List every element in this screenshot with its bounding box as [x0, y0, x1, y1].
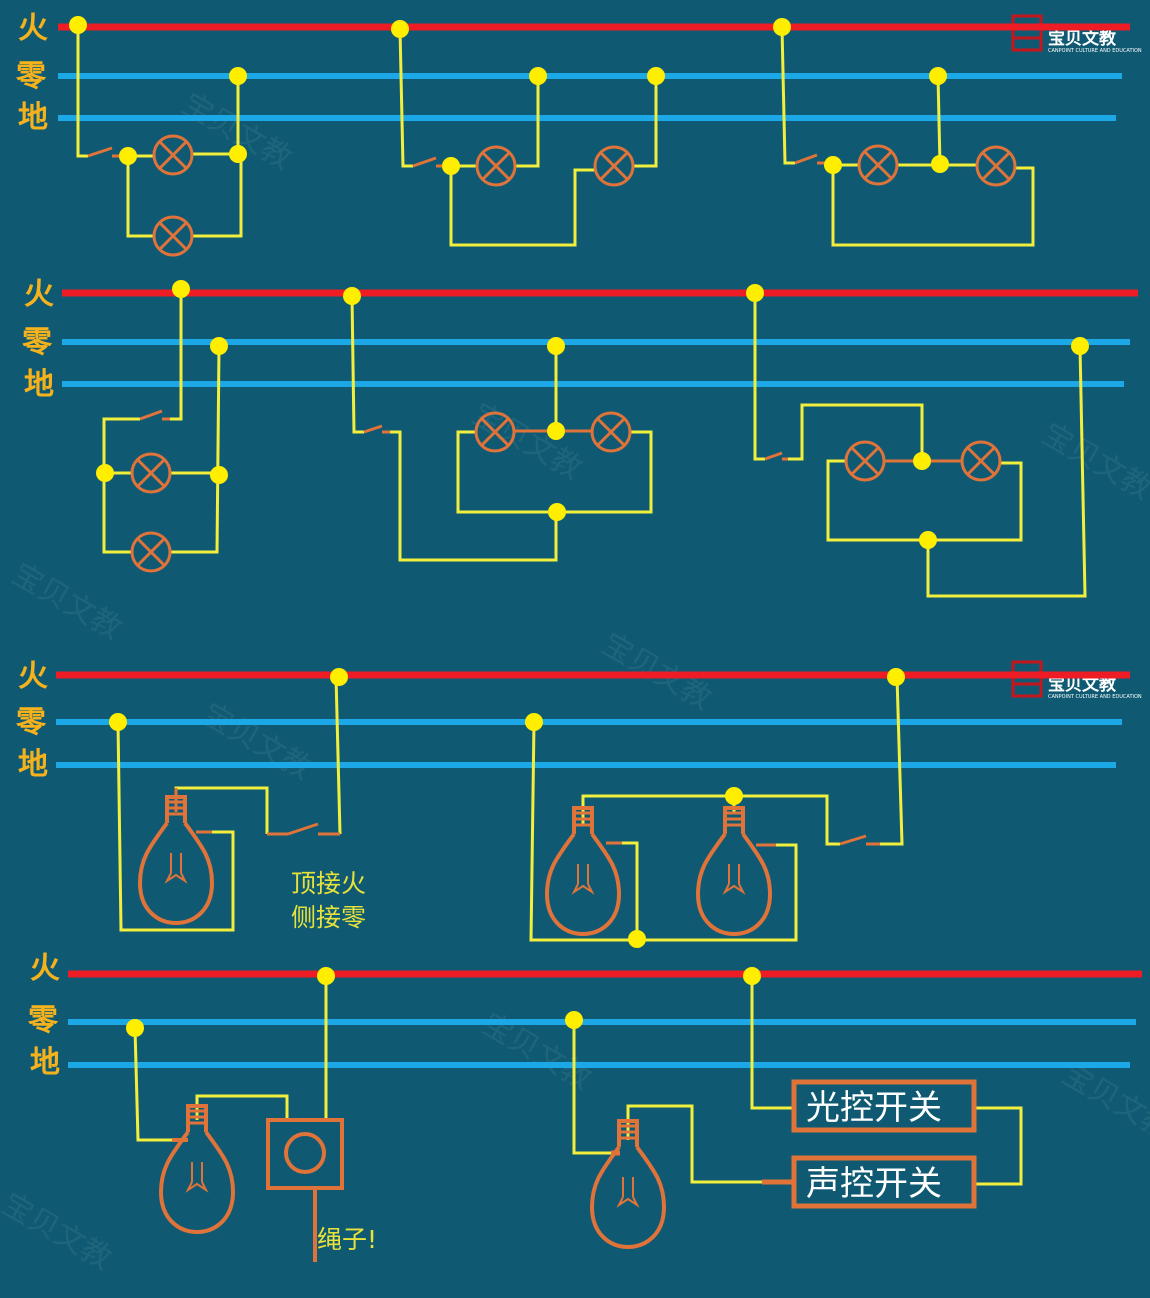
label-fire: 火: [30, 951, 60, 986]
label-neutral: 零: [16, 59, 47, 94]
lamp-icon: [152, 215, 194, 257]
lamp-icon: [475, 145, 517, 187]
brand-tagline: CANPOINT CULTURE AND EDUCATION: [1048, 694, 1142, 700]
lamp-icon: [857, 144, 899, 186]
circuit-r1-mixed-lamps: [773, 18, 1035, 247]
svg-text:宝贝文教: 宝贝文教: [6, 557, 127, 647]
rails-set-4: 火 零 地: [28, 951, 1142, 1080]
lamp-icon: [590, 411, 632, 453]
brand-tagline: CANPOINT CULTURE AND EDUCATION: [1048, 48, 1142, 54]
circuit-r1-series-lamps: [391, 20, 665, 247]
circuit-r2-series-parallel: [343, 287, 653, 562]
lamp-icon: [844, 440, 886, 482]
light-control-switch: [791, 1079, 977, 1133]
light-bulb-icon: [159, 1104, 235, 1234]
sound-control-switch: [791, 1155, 977, 1209]
circuit-r3-two-bulbs: [525, 668, 905, 948]
lamp-icon: [130, 531, 172, 573]
rails-set-2: 火 零 地: [22, 277, 1138, 402]
rails-set-3: 火 零 地: [16, 659, 1130, 782]
light-bulb-icon: [696, 806, 772, 936]
brand-name: 宝贝文教: [1048, 28, 1117, 49]
note-rope: 绳子!: [317, 1225, 377, 1254]
svg-text:宝贝文教: 宝贝文教: [196, 697, 317, 787]
svg-text:宝贝文教: 宝贝文教: [1036, 417, 1150, 507]
svg-text:宝贝文教: 宝贝文教: [0, 1187, 117, 1277]
lamp-icon: [130, 452, 172, 494]
label-ground: 地: [18, 100, 48, 135]
label-neutral: 零: [28, 1003, 59, 1038]
label-neutral: 零: [22, 325, 53, 360]
circuit-r3-single-bulb: 顶接火 侧接零: [109, 668, 366, 932]
label-ground: 地: [24, 367, 54, 402]
lamp-icon: [975, 145, 1017, 187]
label-fire: 火: [18, 11, 48, 46]
lamp-icon: [960, 440, 1002, 482]
label-ground: 地: [30, 1045, 60, 1080]
label-fire: 火: [18, 659, 48, 694]
pull-switch-box: [266, 1118, 344, 1190]
circuit-r4-light-sound-switch: 光控开关 声控开关: [565, 967, 1023, 1249]
circuit-r4-pull-switch: 绳子!: [126, 967, 377, 1262]
light-bulb-icon: [138, 795, 214, 925]
circuit-r2-complex: [746, 284, 1089, 598]
note-top-fire: 顶接火: [291, 869, 366, 898]
circuit-r2-parallel-lamps: [96, 280, 228, 573]
label-fire: 火: [24, 277, 54, 312]
lamp-icon: [152, 134, 194, 176]
label-neutral: 零: [16, 705, 47, 740]
sound-control-label: 声控开关: [806, 1164, 942, 1204]
light-bulb-icon: [545, 806, 621, 936]
circuit-r1-parallel-lamps: [69, 16, 247, 257]
svg-text:宝贝文教: 宝贝文教: [1056, 1057, 1150, 1147]
rails-set-1: 火 零 地: [16, 11, 1130, 135]
brand-logo-middle: 宝贝文教 CANPOINT CULTURE AND EDUCATION: [1011, 660, 1142, 700]
lamp-icon: [593, 145, 635, 187]
note-side-neutral: 侧接零: [291, 903, 366, 932]
brand-logo-top: 宝贝文教 CANPOINT CULTURE AND EDUCATION: [1011, 14, 1142, 54]
label-ground: 地: [18, 747, 48, 782]
light-control-label: 光控开关: [806, 1088, 942, 1128]
brand-name: 宝贝文教: [1048, 674, 1117, 695]
